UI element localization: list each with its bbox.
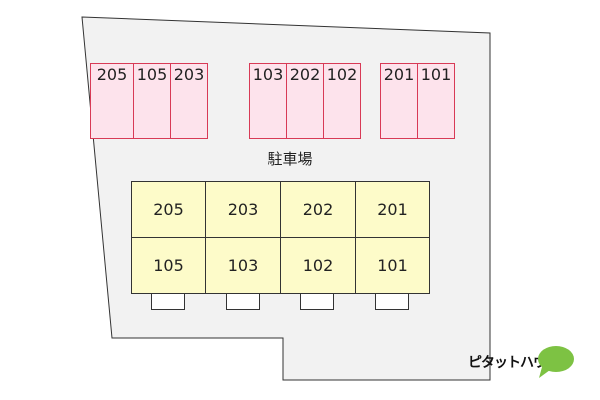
entrance-step	[226, 293, 260, 310]
parking-slot: 205	[90, 63, 134, 139]
parking-slot: 202	[286, 63, 324, 139]
slot-number: 102	[326, 65, 358, 84]
building-unit: 105	[131, 237, 206, 294]
logo-text: ピタットハウス	[468, 355, 560, 371]
slot-number: 202	[289, 65, 321, 84]
slot-number: 203	[173, 65, 205, 84]
parking-label: 駐車場	[267, 150, 313, 168]
pitat-house-logo: ピタットハウス	[468, 342, 578, 382]
unit-number: 102	[302, 256, 334, 275]
building-unit: 203	[205, 181, 281, 238]
unit-number: 105	[153, 256, 184, 275]
building-unit: 101	[355, 237, 430, 294]
parking-slot: 203	[170, 63, 208, 139]
parking-slot: 201	[380, 63, 418, 139]
slot-number: 101	[420, 65, 452, 84]
slot-number: 205	[96, 65, 128, 84]
parking-slot: 103	[249, 63, 287, 139]
unit-number: 203	[227, 200, 259, 219]
building-unit: 102	[280, 237, 356, 294]
unit-number: 202	[302, 200, 334, 219]
entrance-step	[375, 293, 409, 310]
slot-number: 103	[252, 65, 284, 84]
speech-bubble-icon	[538, 346, 574, 378]
slot-number: 201	[383, 65, 415, 84]
building-unit: 205	[131, 181, 206, 238]
building-unit: 201	[355, 181, 430, 238]
building-unit: 103	[205, 237, 281, 294]
building-unit: 202	[280, 181, 356, 238]
unit-number: 201	[377, 200, 408, 219]
unit-number: 205	[153, 200, 184, 219]
unit-number: 103	[227, 256, 259, 275]
entrance-step	[300, 293, 334, 310]
parking-slot: 102	[323, 63, 361, 139]
entrance-step	[151, 293, 185, 310]
parking-slot: 101	[417, 63, 455, 139]
slot-number: 105	[136, 65, 168, 84]
unit-number: 101	[377, 256, 408, 275]
parking-slot: 105	[133, 63, 171, 139]
